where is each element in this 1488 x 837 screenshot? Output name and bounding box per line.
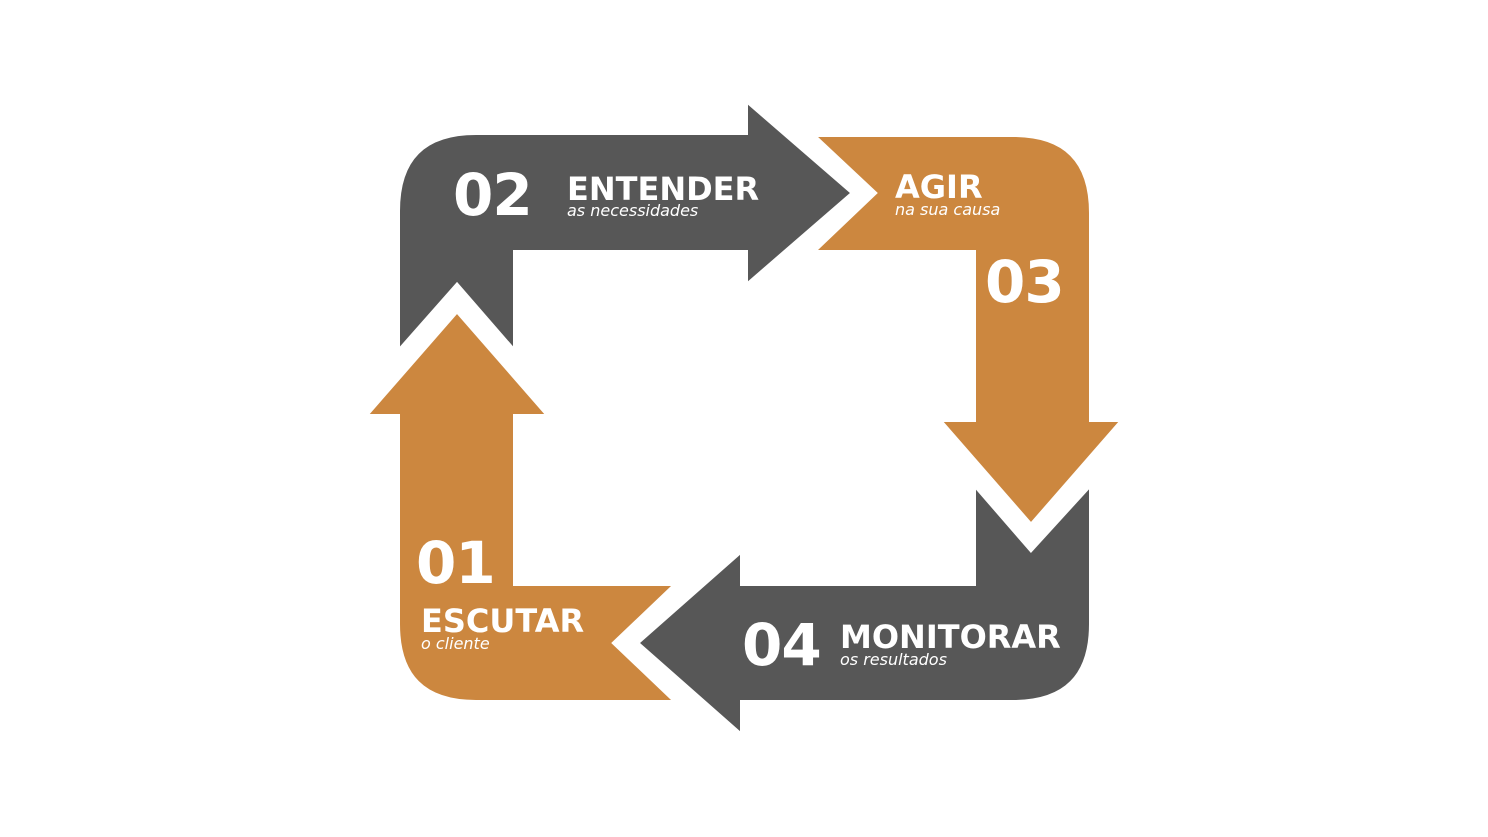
step-03-subtitle: na sua causa: [895, 200, 1000, 219]
step-04-title: MONITORAR: [840, 618, 1061, 656]
step-03-title: AGIR: [895, 168, 983, 206]
step-03-arrow: [797, 129, 1136, 535]
step-02-number: 02: [453, 161, 532, 229]
step-02-subtitle: as necessidades: [567, 201, 698, 220]
step-02-title: ENTENDER: [567, 170, 759, 208]
step-01-subtitle: o cliente: [421, 634, 490, 653]
step-04-arrow: [627, 468, 1097, 749]
step-01-title: ESCUTAR: [421, 602, 584, 640]
step-04-subtitle: os resultados: [840, 650, 947, 669]
step-02-arrow: [392, 87, 863, 368]
step-04-number: 04: [742, 611, 821, 679]
step-01-number: 01: [416, 529, 495, 597]
step-03-number: 03: [985, 248, 1064, 316]
step-01-arrow: [352, 301, 691, 708]
